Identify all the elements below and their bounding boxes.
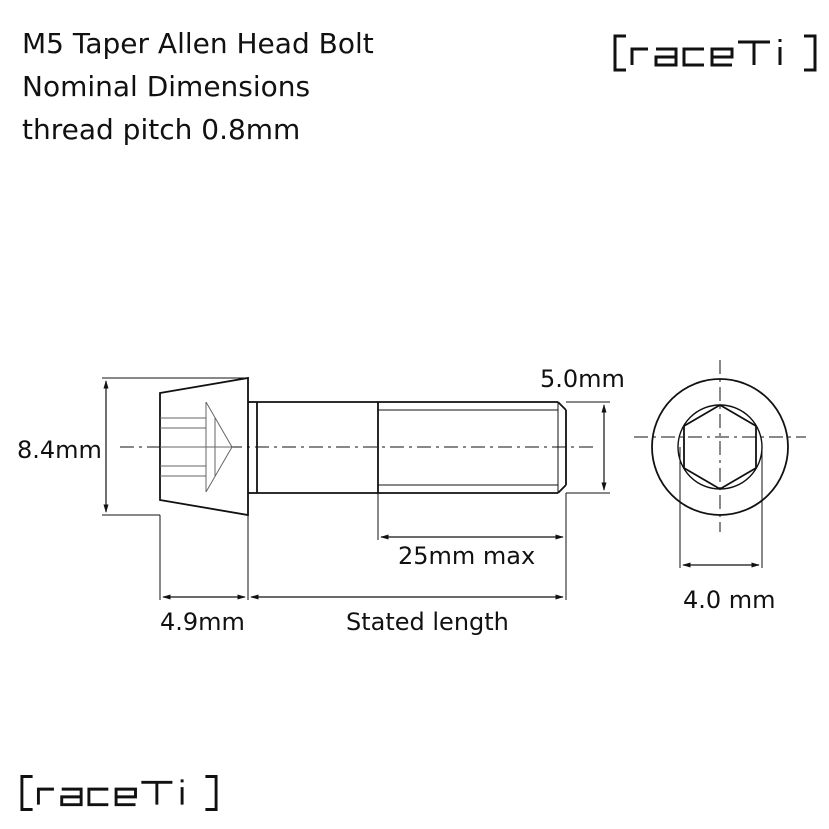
bolt-end-view [634,360,806,532]
dim-thread-length: 25mm max [398,542,535,570]
title-line-2: Nominal Dimensions [22,70,311,103]
title-line-3: thread pitch 0.8mm [22,113,301,146]
dim-head-diameter: 8.4mm [17,436,102,464]
raceti-logo-top: raceTi [613,34,817,72]
dim-stated-length: Stated length [346,608,509,636]
raceti-logo-bottom: raceTi [20,775,218,811]
dim-thread-diameter: 5.0mm [540,365,625,393]
title-line-1: M5 Taper Allen Head Bolt [22,27,374,60]
dim-hex-socket: 4.0 mm [683,586,776,614]
bolt-shank [257,401,378,494]
title-block: M5 Taper Allen Head Bolt Nominal Dimensi… [22,22,374,151]
extension-lines [102,377,763,600]
bolt-thread [377,401,567,494]
dim-head-height: 4.9mm [160,608,245,636]
hex-socket-hidden-lines [160,401,233,493]
dimension-lines [103,380,760,600]
